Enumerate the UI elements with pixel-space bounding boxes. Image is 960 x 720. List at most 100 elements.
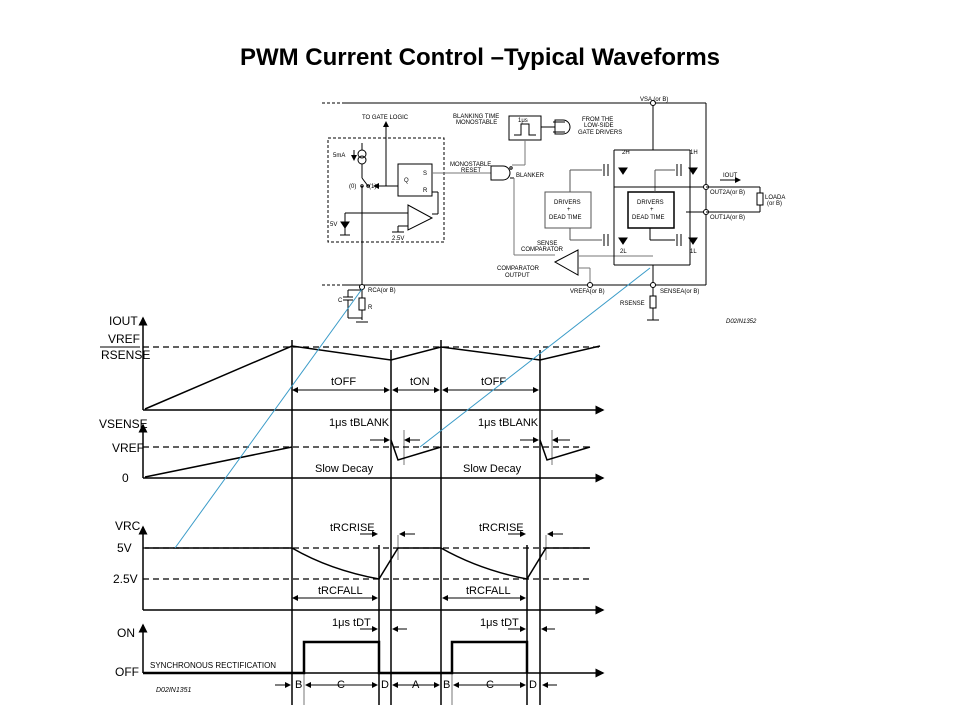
- label-blanker: BLANKER: [516, 173, 545, 179]
- callout-rc: [174, 288, 363, 549]
- waveform-panels: [138, 316, 605, 705]
- vrc-waveform: [145, 547, 590, 580]
- callout-sense: [419, 267, 651, 448]
- slide-title: PWM Current Control –Typical Waveforms: [239, 44, 721, 71]
- vrc-2-5v-label: 2.5V: [113, 572, 138, 586]
- label-r-ext: R: [368, 305, 373, 311]
- vsense-spike-1: [390, 439, 442, 461]
- label-blanking-time: BLANKING TIME: [453, 114, 499, 120]
- vsense-zero-label: 0: [122, 471, 129, 485]
- label-to-gate-logic: TO GATE LOGIC: [362, 115, 409, 121]
- vsense-vref-label: VREF: [112, 441, 144, 455]
- phase-d-2: D: [529, 679, 537, 691]
- label-iout-arrow: IOUT: [723, 173, 738, 179]
- oscillator-comparator: [407, 204, 434, 231]
- sync-off-label: OFF: [115, 665, 139, 679]
- label-1l: 1L: [690, 249, 697, 255]
- sync-waveform: [143, 640, 529, 675]
- circuit-schematic: [322, 100, 764, 323]
- label-comparator-output: COMPARATOR: [497, 266, 540, 272]
- phase-b-2: B: [443, 679, 450, 691]
- label-vref-pin: VREFA(or B): [570, 289, 605, 295]
- label-sense-pin: SENSEA(or B): [660, 289, 699, 295]
- callout-lines: [174, 267, 651, 549]
- label-tblank-2: 1μs tBLANK: [478, 417, 539, 429]
- label-zener-5v: 5V: [330, 222, 337, 228]
- sense-pin: [650, 282, 656, 288]
- label-trcrise-2: tRCRISE: [479, 522, 524, 534]
- drivers-dead-time-1: [544, 191, 592, 229]
- label-dead-time-1: DEAD TIME: [549, 215, 582, 221]
- mosfet-2h: [603, 164, 628, 176]
- label-2l: 2L: [620, 249, 627, 255]
- label-plus-1: +: [567, 207, 571, 213]
- waveform-code: D02IN1351: [156, 687, 192, 694]
- load-resistor: [756, 192, 764, 206]
- sync-on-label: ON: [117, 626, 135, 640]
- label-output: OUTPUT: [505, 273, 530, 279]
- iout-rsense-label: RSENSE: [101, 348, 150, 362]
- label-switch-1: (1): [369, 184, 376, 190]
- mosfet-2l: [603, 234, 628, 246]
- label-out1: OUT1A(or B): [710, 215, 745, 221]
- label-1h: 1H: [690, 150, 698, 156]
- blanker-gate: [490, 165, 511, 181]
- circuit-labels: TO GATE LOGIC BLANKING TIME MONOSTABLE 1…: [330, 97, 785, 325]
- label-trcrise-1: tRCRISE: [330, 522, 375, 534]
- label-toff-2: tOFF: [481, 376, 506, 388]
- phase-c-2: C: [486, 679, 494, 691]
- label-c: C: [338, 298, 343, 304]
- label-dead-time-2: DEAD TIME: [632, 215, 665, 221]
- label-trcfall-1: tRCFALL: [318, 585, 363, 597]
- label-5ma: 5mA: [333, 153, 345, 159]
- label-plus-2: +: [650, 207, 654, 213]
- label-gate-drivers: GATE DRIVERS: [578, 130, 622, 136]
- phase-b-1: B: [295, 679, 302, 691]
- sync-rectification-label: SYNCHRONOUS RECTIFICATION: [150, 661, 276, 670]
- circuit-code: D02IN1352: [726, 319, 757, 325]
- iout-waveform: [144, 345, 601, 410]
- label-slow-decay-1: Slow Decay: [315, 463, 374, 475]
- label-tdt-2: 1μs tDT: [480, 617, 519, 629]
- iout-axis-label: IOUT: [109, 314, 138, 328]
- label-reset: RESET: [461, 168, 481, 174]
- label-ton: tON: [410, 376, 430, 388]
- vsense-spike-2: [539, 439, 591, 461]
- label-sense: SENSE: [537, 241, 557, 247]
- label-monostable-reset: MONOSTABLE: [450, 162, 491, 168]
- sr-latch: [397, 163, 433, 197]
- label-tdt-1: 1μs tDT: [332, 617, 371, 629]
- vsense-ramp: [144, 446, 293, 478]
- timing-lines: [291, 340, 541, 705]
- label-tblank-1: 1μs tBLANK: [329, 417, 390, 429]
- label-load-sub: (or B): [767, 201, 782, 207]
- waveform-labels: IOUT VREF RSENSE tOFF tON tOFF VSENSE VR…: [99, 314, 539, 694]
- iout-vref-label: VREF: [108, 332, 140, 346]
- label-toff-1: tOFF: [331, 376, 356, 388]
- label-sense-comparator: COMPARATOR: [521, 247, 564, 253]
- mosfet-1h: [676, 164, 698, 176]
- label-pulse: 1μs: [518, 118, 528, 124]
- vref-pin: [587, 282, 593, 288]
- phase-a: A: [412, 679, 420, 691]
- label-low-side: LOW-SIDE: [584, 123, 614, 129]
- label-out2: OUT2A(or B): [710, 190, 745, 196]
- label-slow-decay-2: Slow Decay: [463, 463, 522, 475]
- vrc-axis-label: VRC: [115, 519, 141, 533]
- label-r: R: [423, 188, 428, 194]
- drivers-dead-time-2: [627, 191, 675, 229]
- vrc-5v-label: 5V: [117, 541, 132, 555]
- label-2h: 2H: [622, 150, 630, 156]
- phase-d-1: D: [381, 679, 389, 691]
- label-drivers-2: DRIVERS: [637, 200, 664, 206]
- label-2-5v: 2.5V: [392, 236, 404, 242]
- label-load: LOADA: [765, 195, 785, 201]
- mosfet-1l: [676, 234, 698, 246]
- vsense-axis-label: VSENSE: [99, 417, 148, 431]
- label-vs: VSA (or B): [640, 97, 668, 103]
- label-from-the: FROM THE: [582, 117, 613, 123]
- label-drivers-1: DRIVERS: [554, 200, 581, 206]
- label-rsense: RSENSE: [620, 301, 645, 307]
- rc-pin: [359, 284, 365, 290]
